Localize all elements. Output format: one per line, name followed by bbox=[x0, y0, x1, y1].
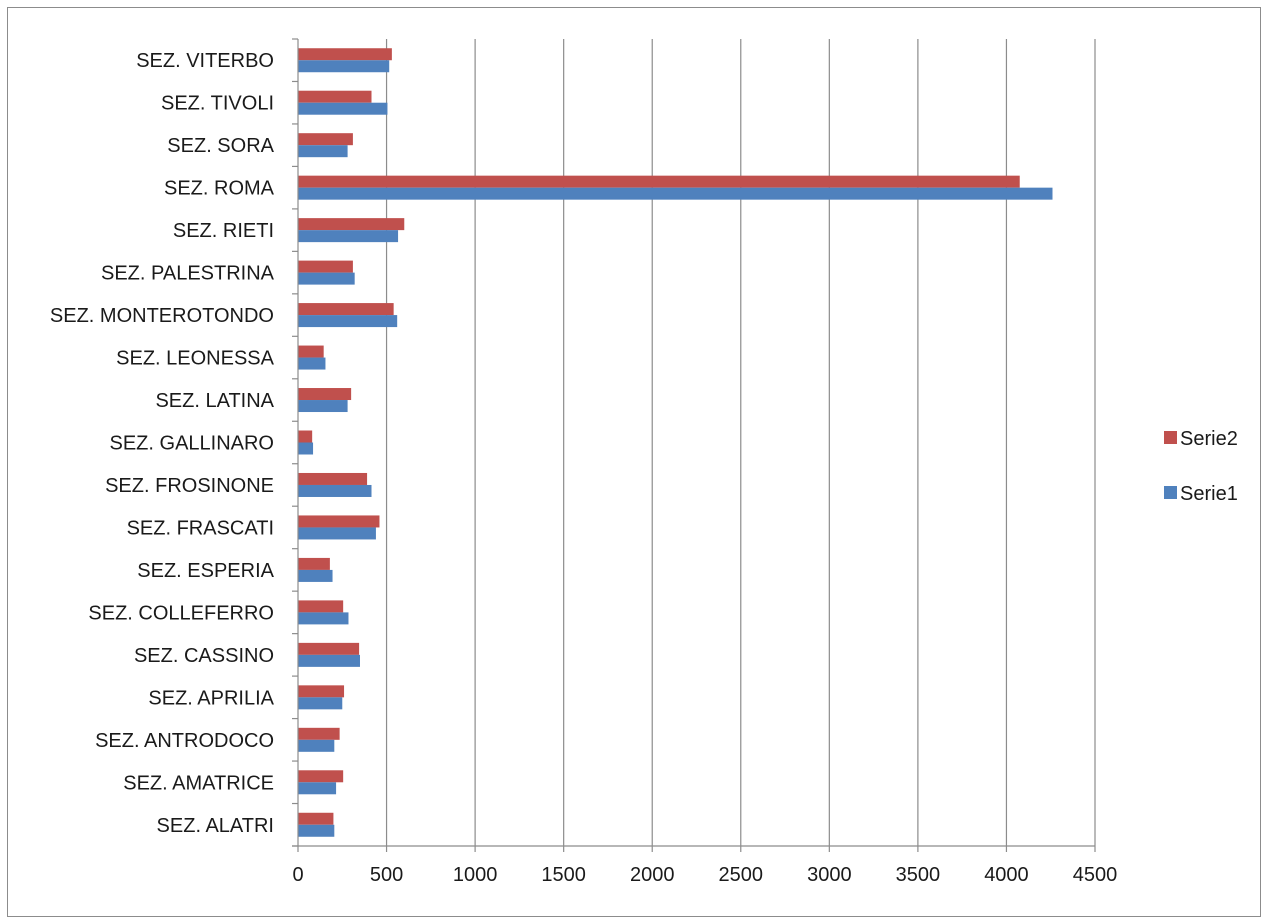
x-tick-label: 0 bbox=[292, 864, 303, 886]
bar-serie2-9 bbox=[298, 472, 368, 485]
bar-serie2-5 bbox=[298, 642, 360, 655]
bar-serie1-1 bbox=[298, 824, 335, 837]
chart-area bbox=[7, 7, 1261, 917]
bar-serie2-17 bbox=[298, 133, 353, 146]
bar-serie2-2 bbox=[298, 770, 344, 783]
bar-serie1-4 bbox=[298, 697, 343, 710]
category-label: SEZ. FRASCATI bbox=[127, 517, 274, 539]
category-label: SEZ. VITERBO bbox=[136, 50, 274, 72]
category-label: SEZ. ALATRI bbox=[157, 815, 274, 837]
bar-serie1-15 bbox=[298, 230, 399, 243]
bar-serie1-12 bbox=[298, 357, 326, 370]
x-tick-label: 500 bbox=[370, 864, 403, 886]
bar-serie1-16 bbox=[298, 187, 1053, 200]
category-label: SEZ. LEONESSA bbox=[116, 348, 274, 370]
x-tick-label: 4500 bbox=[1073, 864, 1118, 886]
legend-swatch-serie1 bbox=[1164, 486, 1177, 499]
category-label: SEZ. RIETI bbox=[173, 220, 274, 242]
x-tick-label: 3500 bbox=[896, 864, 941, 886]
bar-serie1-2 bbox=[298, 782, 337, 795]
bar-serie1-11 bbox=[298, 400, 348, 413]
bar-serie1-6 bbox=[298, 612, 349, 625]
bar-serie1-5 bbox=[298, 654, 360, 667]
bar-serie2-15 bbox=[298, 218, 405, 231]
bar-serie2-3 bbox=[298, 727, 340, 740]
category-label: SEZ. SORA bbox=[167, 135, 274, 157]
category-label: SEZ. ESPERIA bbox=[137, 560, 274, 582]
bar-serie1-10 bbox=[298, 442, 314, 455]
axes bbox=[292, 38, 1096, 852]
bar-serie2-19 bbox=[298, 48, 392, 61]
bar-serie2-7 bbox=[298, 557, 330, 570]
bar-serie2-6 bbox=[298, 600, 344, 613]
bar-serie1-9 bbox=[298, 484, 372, 497]
bar-serie2-1 bbox=[298, 812, 334, 825]
category-label: SEZ. FROSINONE bbox=[105, 475, 274, 497]
bar-serie1-19 bbox=[298, 60, 390, 73]
legend-swatch-serie2 bbox=[1164, 431, 1177, 444]
bar-serie2-4 bbox=[298, 685, 345, 698]
bar-serie1-17 bbox=[298, 145, 348, 158]
bar-serie2-14 bbox=[298, 260, 353, 273]
x-tick-label: 1500 bbox=[541, 864, 586, 886]
bars bbox=[298, 48, 1053, 837]
category-label: SEZ. ROMA bbox=[164, 178, 275, 200]
x-tick-label: 4000 bbox=[984, 864, 1029, 886]
category-label: SEZ. ANTRODOCO bbox=[95, 730, 274, 752]
category-label: SEZ. AMATRICE bbox=[123, 772, 274, 794]
bar-serie1-14 bbox=[298, 272, 355, 285]
category-label: SEZ. LATINA bbox=[155, 390, 274, 412]
x-tick-label: 2000 bbox=[630, 864, 675, 886]
category-label: SEZ. CASSINO bbox=[134, 645, 274, 667]
category-label: SEZ. COLLEFERRO bbox=[88, 602, 274, 624]
category-label: SEZ. GALLINARO bbox=[110, 433, 275, 455]
x-tick-label: 3000 bbox=[807, 864, 852, 886]
gridlines bbox=[385, 39, 1096, 846]
category-label: SEZ. TIVOLI bbox=[161, 93, 274, 115]
bar-serie2-16 bbox=[298, 175, 1020, 188]
legend-label-serie1: Serie1 bbox=[1180, 483, 1238, 505]
bar-serie2-10 bbox=[298, 430, 313, 443]
x-tick-label: 1000 bbox=[453, 864, 498, 886]
bar-serie2-11 bbox=[298, 388, 352, 401]
bar-serie1-13 bbox=[298, 315, 398, 328]
bar-serie1-18 bbox=[298, 102, 388, 115]
x-tick-labels: 0 500 1000 1500 2000 2500 3000 3500 4000 4500 bbox=[292, 864, 1117, 886]
bar-serie2-13 bbox=[298, 303, 394, 316]
x-tick-label: 2500 bbox=[719, 864, 764, 886]
category-labels: SEZ. ALATRI SEZ. AMATRICE SEZ. ANTRODOCO SE… bbox=[50, 50, 275, 837]
bar-serie2-12 bbox=[298, 345, 324, 358]
category-label: SEZ. PALESTRINA bbox=[101, 263, 275, 285]
bar-serie1-3 bbox=[298, 739, 335, 752]
legend-label-serie2: Serie2 bbox=[1180, 428, 1238, 450]
bar-serie1-7 bbox=[298, 569, 333, 582]
bar-serie2-8 bbox=[298, 515, 380, 528]
category-label: SEZ. APRILIA bbox=[148, 687, 274, 709]
bar-serie2-18 bbox=[298, 90, 372, 103]
bar-serie1-8 bbox=[298, 527, 376, 540]
category-label: SEZ. MONTEROTONDO bbox=[50, 305, 274, 327]
